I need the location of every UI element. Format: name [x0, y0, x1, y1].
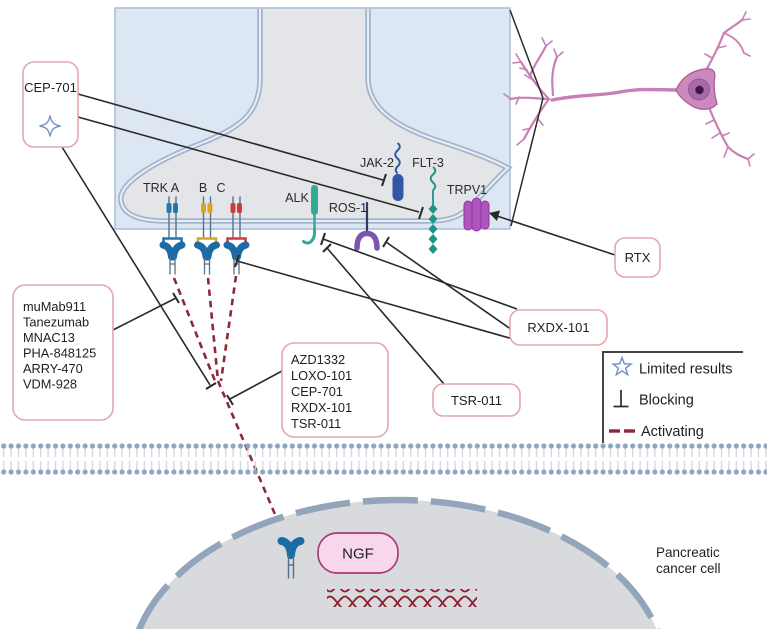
trk-b-label: B: [199, 181, 207, 195]
neuron-soma: [675, 68, 718, 111]
trk-a-label: TRK A: [143, 181, 180, 195]
blocking-tbars: [172, 173, 424, 406]
trpv1-receptor: [463, 197, 490, 232]
trk-a-receptor: [159, 196, 186, 275]
line-mumab-trk: [112, 297, 177, 331]
drug-list-item: Tanezumab: [23, 315, 89, 330]
ngf-receptor-in-cell: [277, 537, 305, 579]
line-cep701-trk: [61, 146, 211, 386]
jak2-receptor: [392, 142, 404, 201]
drug-list-item: RXDX-101: [291, 400, 352, 415]
activating-line-trkb: [206, 277, 220, 382]
rtx-box: RTX: [614, 237, 661, 278]
trpv1-label: TRPV1: [447, 183, 487, 197]
legend-limited-label: Limited results: [639, 362, 732, 378]
terminal-membrane-inner: [119, 9, 510, 222]
callout-line-bottom: [510, 97, 544, 227]
line-rxdx-trkc: [236, 260, 514, 340]
tbar-rxdx-alk: [320, 232, 326, 246]
legend-activating-label: Activating: [641, 424, 704, 440]
tbar-azd: [226, 394, 234, 406]
line-cep701-flt3: [77, 116, 420, 213]
blocking-lines: [61, 93, 616, 400]
trk-b-receptor: [194, 196, 220, 275]
blocking-icon: [613, 390, 629, 408]
limited-results-star-icon: [39, 115, 61, 137]
flt3-receptor: [428, 166, 438, 254]
nerve-terminal: [118, 9, 513, 224]
line-cep701-jak2: [77, 93, 384, 181]
star-icon: [610, 355, 634, 377]
rtx-label: RTX: [625, 250, 651, 265]
trk-c-receptor: [223, 196, 250, 275]
line-rtx-trpv1: [490, 213, 616, 256]
tbar-tsr-alk: [322, 243, 332, 253]
tbar-jak2: [381, 173, 387, 187]
arrowhead-rtx-trpv1: [489, 210, 500, 221]
tsr011-box: TSR-011: [432, 383, 521, 417]
tbar-flt3: [418, 206, 424, 220]
alk-receptor: [302, 185, 318, 245]
legend-border: [602, 351, 743, 443]
ngf-pill: NGF: [317, 532, 399, 574]
tbar-cep-trk: [205, 382, 217, 390]
flt3-label: FLT-3: [412, 156, 444, 170]
ros1-label: ROS-1: [329, 201, 367, 215]
rxdx101-label: RXDX-101: [527, 320, 589, 335]
cep701-box-label: CEP-701: [24, 80, 77, 95]
tbar-mumab: [172, 292, 180, 304]
neuron-nucleus: [695, 85, 704, 95]
trk-inhibitor-list-box: AZD1332 LOXO-101 CEP-701 RXDX-101 TSR-01…: [281, 342, 389, 438]
drug-list-item: muMab911: [23, 299, 86, 314]
neuron-illustration: [503, 11, 755, 167]
ngf-label: NGF: [342, 546, 374, 563]
drug-list-item: ARRY-470: [23, 361, 83, 376]
legend-blocking-label: Blocking: [639, 393, 694, 409]
rxdx101-box: RXDX-101: [509, 309, 608, 346]
trk-c-label: C: [216, 181, 225, 195]
activating-line-trka: [172, 277, 217, 382]
cell-caption-line2: cancer cell: [656, 561, 721, 576]
tbar-trkc: [234, 254, 240, 268]
alk-label: ALK: [285, 191, 309, 205]
drug-list-item: MNAC13: [23, 330, 75, 345]
cancer-cell: NGF: [135, 496, 661, 629]
drug-list-item: AZD1332: [291, 352, 345, 367]
jak2-label: JAK-2: [360, 156, 394, 170]
tbar-ros1: [382, 236, 390, 248]
anti-ngf-drug-list-box: muMab911 Tanezumab MNAC13 PHA-848125 ARR…: [12, 284, 114, 421]
dna-helix: [327, 589, 477, 607]
tsr011-label: TSR-011: [451, 393, 502, 408]
activating-line-trkc: [219, 275, 238, 382]
activating-lines: [172, 275, 285, 534]
drug-list-item: PHA-848125: [23, 346, 96, 361]
legend: Limited results Blocking Activating: [602, 351, 743, 443]
cancer-cell-membrane: [135, 496, 661, 629]
drug-list-item: VDM-928: [23, 377, 77, 392]
cell-caption-line1: Pancreatic: [656, 545, 720, 560]
drug-list-item: LOXO-101: [291, 368, 352, 383]
callout-line-top: [509, 9, 544, 99]
line-azd-trk: [229, 370, 283, 400]
line-rxdx-alk: [322, 238, 518, 310]
lipid-bilayer: [0, 443, 767, 477]
drug-list-item: CEP-701: [291, 384, 343, 399]
ros1-receptor: [354, 201, 380, 251]
line-rxdx-ros1: [385, 241, 513, 331]
drug-list-item: TSR-011: [291, 416, 341, 431]
cep701-box: CEP-701: [22, 61, 79, 148]
line-tsr-alk: [326, 247, 445, 385]
